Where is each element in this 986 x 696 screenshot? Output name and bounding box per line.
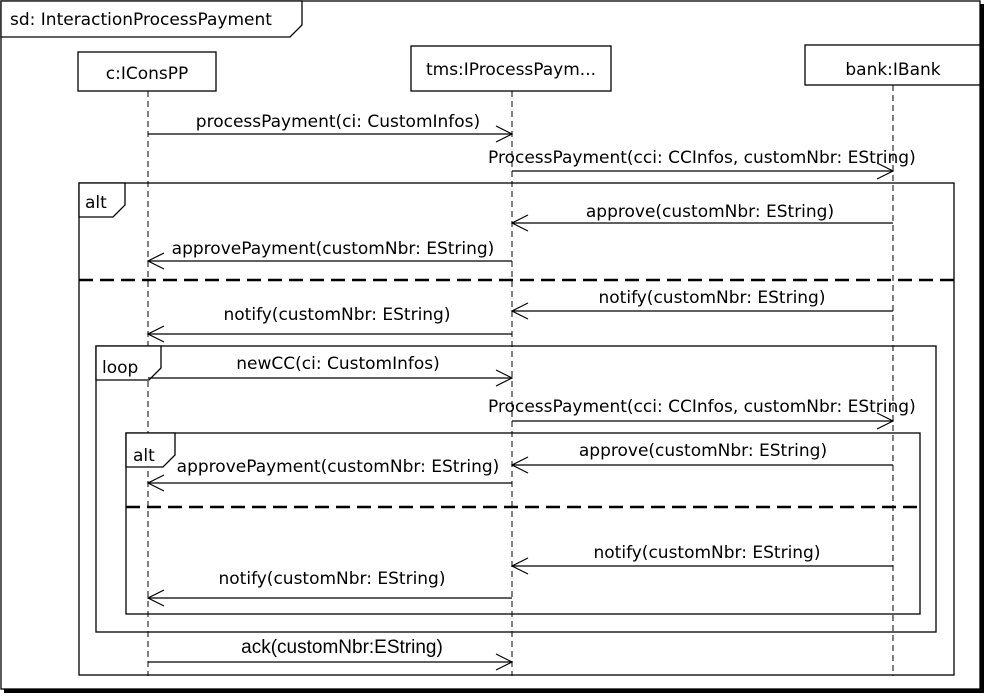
message-m2[interactable]: ProcessPayment(cci: CCInfos, customNbr: … bbox=[488, 148, 916, 180]
arrowhead-icon bbox=[876, 162, 895, 180]
message-label: ProcessPayment(cci: CCInfos, customNbr: … bbox=[488, 397, 916, 417]
lifeline-head-tms[interactable]: tms:IProcessPaym... bbox=[410, 45, 612, 92]
message-label: notify(customNbr: EString) bbox=[224, 305, 451, 325]
message-m3[interactable]: approve(customNbr: EString) bbox=[510, 202, 893, 232]
message-label: processPayment(ci: CustomInfos) bbox=[196, 112, 480, 132]
alt-outer-tab bbox=[78, 182, 126, 218]
message-m12[interactable]: notify(customNbr: EString) bbox=[146, 569, 512, 607]
lifeline-label-tms: tms:IProcessPaym... bbox=[426, 60, 596, 80]
arrowhead-icon bbox=[146, 252, 165, 270]
alt-fragment-outer bbox=[78, 182, 955, 676]
loop-tab bbox=[95, 345, 162, 381]
arrowhead-icon bbox=[495, 653, 514, 671]
arrowhead-icon bbox=[510, 214, 529, 232]
message-label: notify(customNbr: EString) bbox=[219, 569, 446, 589]
message-label: approve(customNbr: EString) bbox=[586, 202, 834, 222]
message-label: notify(customNbr: EString) bbox=[599, 288, 826, 308]
message-m13[interactable]: ack(customNbr:EString) bbox=[148, 637, 514, 671]
message-label: notify(customNbr: EString) bbox=[594, 543, 821, 563]
frame-title: sd: InteractionProcessPayment bbox=[10, 10, 272, 30]
message-label: ack(customNbr:EString) bbox=[241, 637, 443, 658]
message-m1[interactable]: processPayment(ci: CustomInfos) bbox=[148, 112, 514, 143]
alt-inner-label: alt bbox=[133, 446, 155, 466]
arrowhead-icon bbox=[146, 589, 165, 607]
message-m7[interactable]: newCC(ci: CustomInfos) bbox=[148, 354, 514, 387]
messages: processPayment(ci: CustomInfos) ProcessPa… bbox=[146, 112, 916, 671]
alt-fragment-inner bbox=[125, 432, 921, 615]
arrowhead-icon bbox=[510, 456, 529, 474]
lifeline-head-bank[interactable]: bank:IBank bbox=[804, 44, 981, 86]
arrowhead-icon bbox=[495, 369, 514, 387]
loop-fragment bbox=[95, 345, 937, 633]
message-m6[interactable]: notify(customNbr: EString) bbox=[146, 305, 512, 343]
message-m10[interactable]: approvePayment(customNbr: EString) bbox=[146, 457, 512, 492]
arrowhead-icon bbox=[146, 325, 165, 343]
message-m11[interactable]: notify(customNbr: EString) bbox=[510, 543, 893, 575]
message-label: newCC(ci: CustomInfos) bbox=[236, 354, 440, 374]
arrowhead-icon bbox=[510, 557, 529, 575]
message-label: approve(customNbr: EString) bbox=[579, 441, 827, 461]
lifeline-label-cons: c:IConsPP bbox=[106, 64, 189, 84]
frame-title-tab bbox=[0, 0, 303, 38]
message-m5[interactable]: notify(customNbr: EString) bbox=[510, 288, 893, 320]
message-label: approvePayment(customNbr: EString) bbox=[172, 239, 495, 259]
message-m4[interactable]: approvePayment(customNbr: EString) bbox=[146, 239, 512, 270]
lifeline-label-bank: bank:IBank bbox=[845, 60, 940, 80]
message-m8[interactable]: ProcessPayment(cci: CCInfos, customNbr: … bbox=[488, 397, 916, 430]
arrowhead-icon bbox=[146, 474, 165, 492]
alt-inner-tab bbox=[125, 432, 176, 468]
message-m9[interactable]: approve(customNbr: EString) bbox=[510, 441, 893, 474]
alt-outer-label: alt bbox=[85, 193, 107, 213]
lifeline-head-cons[interactable]: c:IConsPP bbox=[77, 51, 217, 92]
loop-label: loop bbox=[102, 358, 138, 378]
message-label: ProcessPayment(cci: CCInfos, customNbr: … bbox=[488, 148, 916, 168]
arrowhead-icon bbox=[495, 125, 514, 143]
message-label: approvePayment(customNbr: EString) bbox=[177, 457, 500, 477]
arrowhead-icon bbox=[876, 412, 895, 430]
arrowhead-icon bbox=[510, 302, 529, 320]
